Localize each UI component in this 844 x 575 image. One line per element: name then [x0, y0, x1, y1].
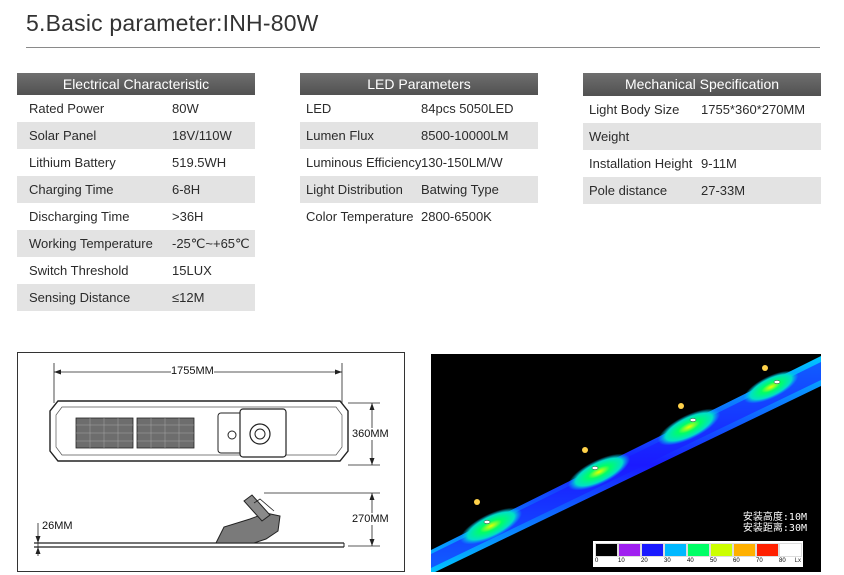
table-row: Switch Threshold 15LUX [17, 257, 255, 284]
param-name: Light Distribution [306, 182, 403, 197]
table-row: Solar Panel 18V/110W [17, 122, 255, 149]
lux-scale-tick: 30 [664, 558, 671, 564]
param-value: 2800-6500K [421, 209, 492, 224]
length-dimension-label: 1755MM [171, 365, 214, 377]
lux-unit-label: Lx [794, 558, 801, 564]
lux-scale-tick: 10 [618, 558, 625, 564]
table-row: Working Temperature -25℃~+65℃ [17, 230, 255, 257]
param-value: 84pcs 5050LED [421, 101, 514, 116]
table-row: Color Temperature 2800-6500K [300, 203, 538, 230]
param-name: Installation Height [589, 156, 693, 171]
param-name: Lumen Flux [306, 128, 374, 143]
param-name: Solar Panel [29, 128, 97, 143]
lux-scale-tick: 80 [779, 558, 786, 564]
table-row: LED 84pcs 5050LED [300, 95, 538, 122]
electrical-table-header: Electrical Characteristic [17, 73, 255, 95]
param-name: Discharging Time [29, 209, 130, 224]
param-name: Weight [589, 129, 630, 144]
param-value: ≤12M [172, 290, 205, 305]
param-name: LED [306, 101, 332, 116]
param-name: Luminous Efficiency [306, 155, 422, 170]
table-row: Lumen Flux 8500-10000LM [300, 122, 538, 149]
table-row: Installation Height 9-11M [583, 150, 821, 177]
table-row: Discharging Time >36H [17, 203, 255, 230]
width-dimension-label: 360MM [352, 428, 389, 440]
table-row: Lithium Battery 519.5WH [17, 149, 255, 176]
lux-scale-tick: 40 [687, 558, 694, 564]
road-light-pattern-svg [431, 356, 821, 572]
lux-scale-tick: 0 [595, 558, 599, 564]
title-divider [26, 47, 820, 48]
param-value: 519.5WH [172, 155, 227, 170]
lux-scale-swatch [687, 543, 710, 557]
illuminance-distribution-image: 安装高度:10M 安装距离:30M 0 10 20 30 40 50 60 70 80 Lx [431, 354, 821, 572]
table-row: Light Distribution Batwing Type [300, 176, 538, 203]
param-value: 80W [172, 101, 199, 116]
table-row: Luminous Efficiency 130-150LM/W [300, 149, 538, 176]
param-value: 1755*360*270MM [701, 102, 806, 117]
param-name: Color Temperature [306, 209, 414, 224]
param-name: Rated Power [29, 101, 105, 116]
led-table-header: LED Parameters [300, 73, 538, 95]
lux-scale-swatch [595, 543, 618, 557]
lux-scale-swatch [618, 543, 641, 557]
param-name: Pole distance [589, 183, 668, 198]
param-value: 8500-10000LM [421, 128, 509, 143]
lux-scale-swatch [664, 543, 687, 557]
thickness-dimension-label: 26MM [42, 520, 73, 532]
install-distance-note: 安装距离:30M [742, 523, 807, 534]
param-name: Charging Time [29, 182, 114, 197]
lux-scale-tick: 60 [733, 558, 740, 564]
page-title: 5.Basic parameter:INH-80W [26, 10, 319, 36]
table-row: Light Body Size 1755*360*270MM [583, 96, 821, 123]
param-name: Light Body Size [589, 102, 680, 117]
param-value: 6-8H [172, 182, 201, 197]
table-row: Charging Time 6-8H [17, 176, 255, 203]
param-value: >36H [172, 209, 204, 224]
param-name: Switch Threshold [29, 263, 129, 278]
dimension-drawing: 1755MM 360MM 270MM 26MM [17, 352, 405, 572]
lux-scale-swatch [779, 543, 802, 557]
lamp-outline-svg [34, 363, 380, 556]
table-row: Sensing Distance ≤12M [17, 284, 255, 311]
lux-scale-swatch [733, 543, 756, 557]
lux-scale-tick: 50 [710, 558, 717, 564]
param-value: 27-33M [701, 183, 746, 198]
param-name: Sensing Distance [29, 290, 131, 305]
lux-scale-swatch [641, 543, 664, 557]
param-value: 130-150LM/W [421, 155, 503, 170]
install-height-note: 安装高度:10M [742, 512, 807, 523]
table-row: Rated Power 80W [17, 95, 255, 122]
height-dimension-label: 270MM [352, 513, 389, 525]
lux-scale-swatch [756, 543, 779, 557]
param-value: Batwing Type [421, 182, 499, 197]
lux-scale-tick: 70 [756, 558, 763, 564]
param-value: 18V/110W [172, 128, 232, 143]
electrical-characteristic-table: Electrical Characteristic Rated Power 80… [17, 73, 255, 311]
param-value: -25℃~+65℃ [172, 235, 250, 251]
lux-scale-swatch [710, 543, 733, 557]
param-value: 9-11M [701, 156, 737, 171]
lux-scale-tick: 20 [641, 558, 648, 564]
led-parameters-table: LED Parameters LED 84pcs 5050LED Lumen F… [300, 73, 538, 230]
param-value: 15LUX [172, 263, 212, 278]
param-name: Working Temperature [29, 236, 153, 251]
table-row: Pole distance 27-33M [583, 177, 821, 204]
mechanical-table-header: Mechanical Specification [583, 73, 821, 96]
table-row: Weight [583, 123, 821, 150]
lux-color-scale: 0 10 20 30 40 50 60 70 80 Lx [593, 541, 803, 567]
param-name: Lithium Battery [29, 155, 116, 170]
mechanical-specification-table: Mechanical Specification Light Body Size… [583, 73, 821, 204]
